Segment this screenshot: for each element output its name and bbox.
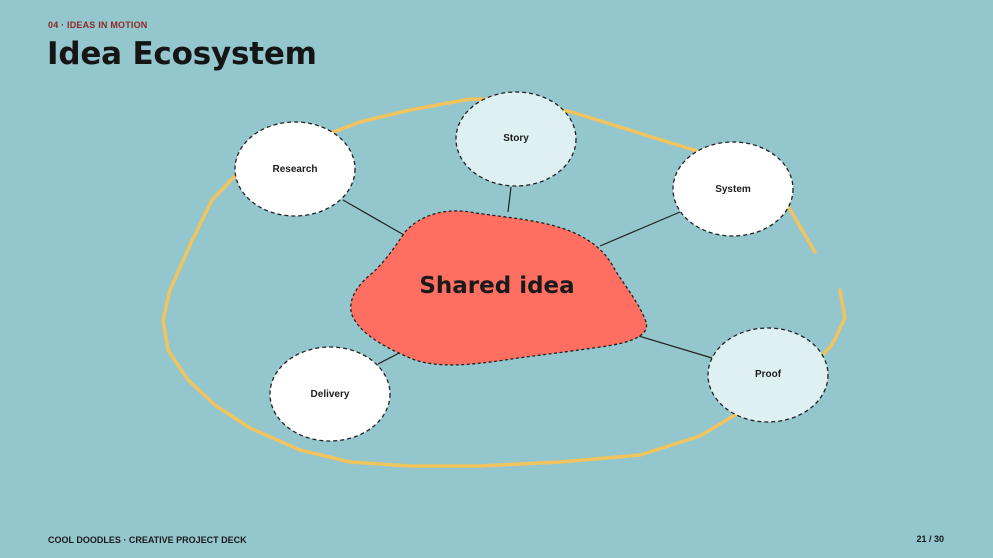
node-delivery: Delivery bbox=[269, 346, 391, 442]
node-story-label: Story bbox=[503, 133, 529, 144]
connector-system bbox=[599, 211, 681, 247]
section-kicker: 04 · IDEAS IN MOTION bbox=[48, 20, 148, 30]
page-title: Idea Ecosystem bbox=[47, 36, 317, 72]
shared-idea-label: Shared idea bbox=[419, 273, 574, 299]
page-number: 21 / 30 bbox=[916, 534, 944, 544]
connectors bbox=[342, 186, 713, 365]
node-system-label: System bbox=[715, 184, 751, 195]
deck-name: COOL DOODLES · CREATIVE PROJECT DECK bbox=[48, 535, 247, 545]
node-proof-label: Proof bbox=[755, 369, 782, 380]
connector-research bbox=[342, 199, 405, 236]
node-research: Research bbox=[234, 121, 356, 217]
node-research-label: Research bbox=[272, 164, 317, 175]
connector-story bbox=[507, 186, 512, 213]
connector-proof bbox=[631, 333, 713, 359]
node-proof: Proof bbox=[707, 327, 829, 423]
node-delivery-label: Delivery bbox=[311, 389, 350, 400]
shared-idea-blob bbox=[350, 210, 648, 366]
node-system: System bbox=[672, 141, 794, 237]
node-story: Story bbox=[455, 91, 577, 187]
